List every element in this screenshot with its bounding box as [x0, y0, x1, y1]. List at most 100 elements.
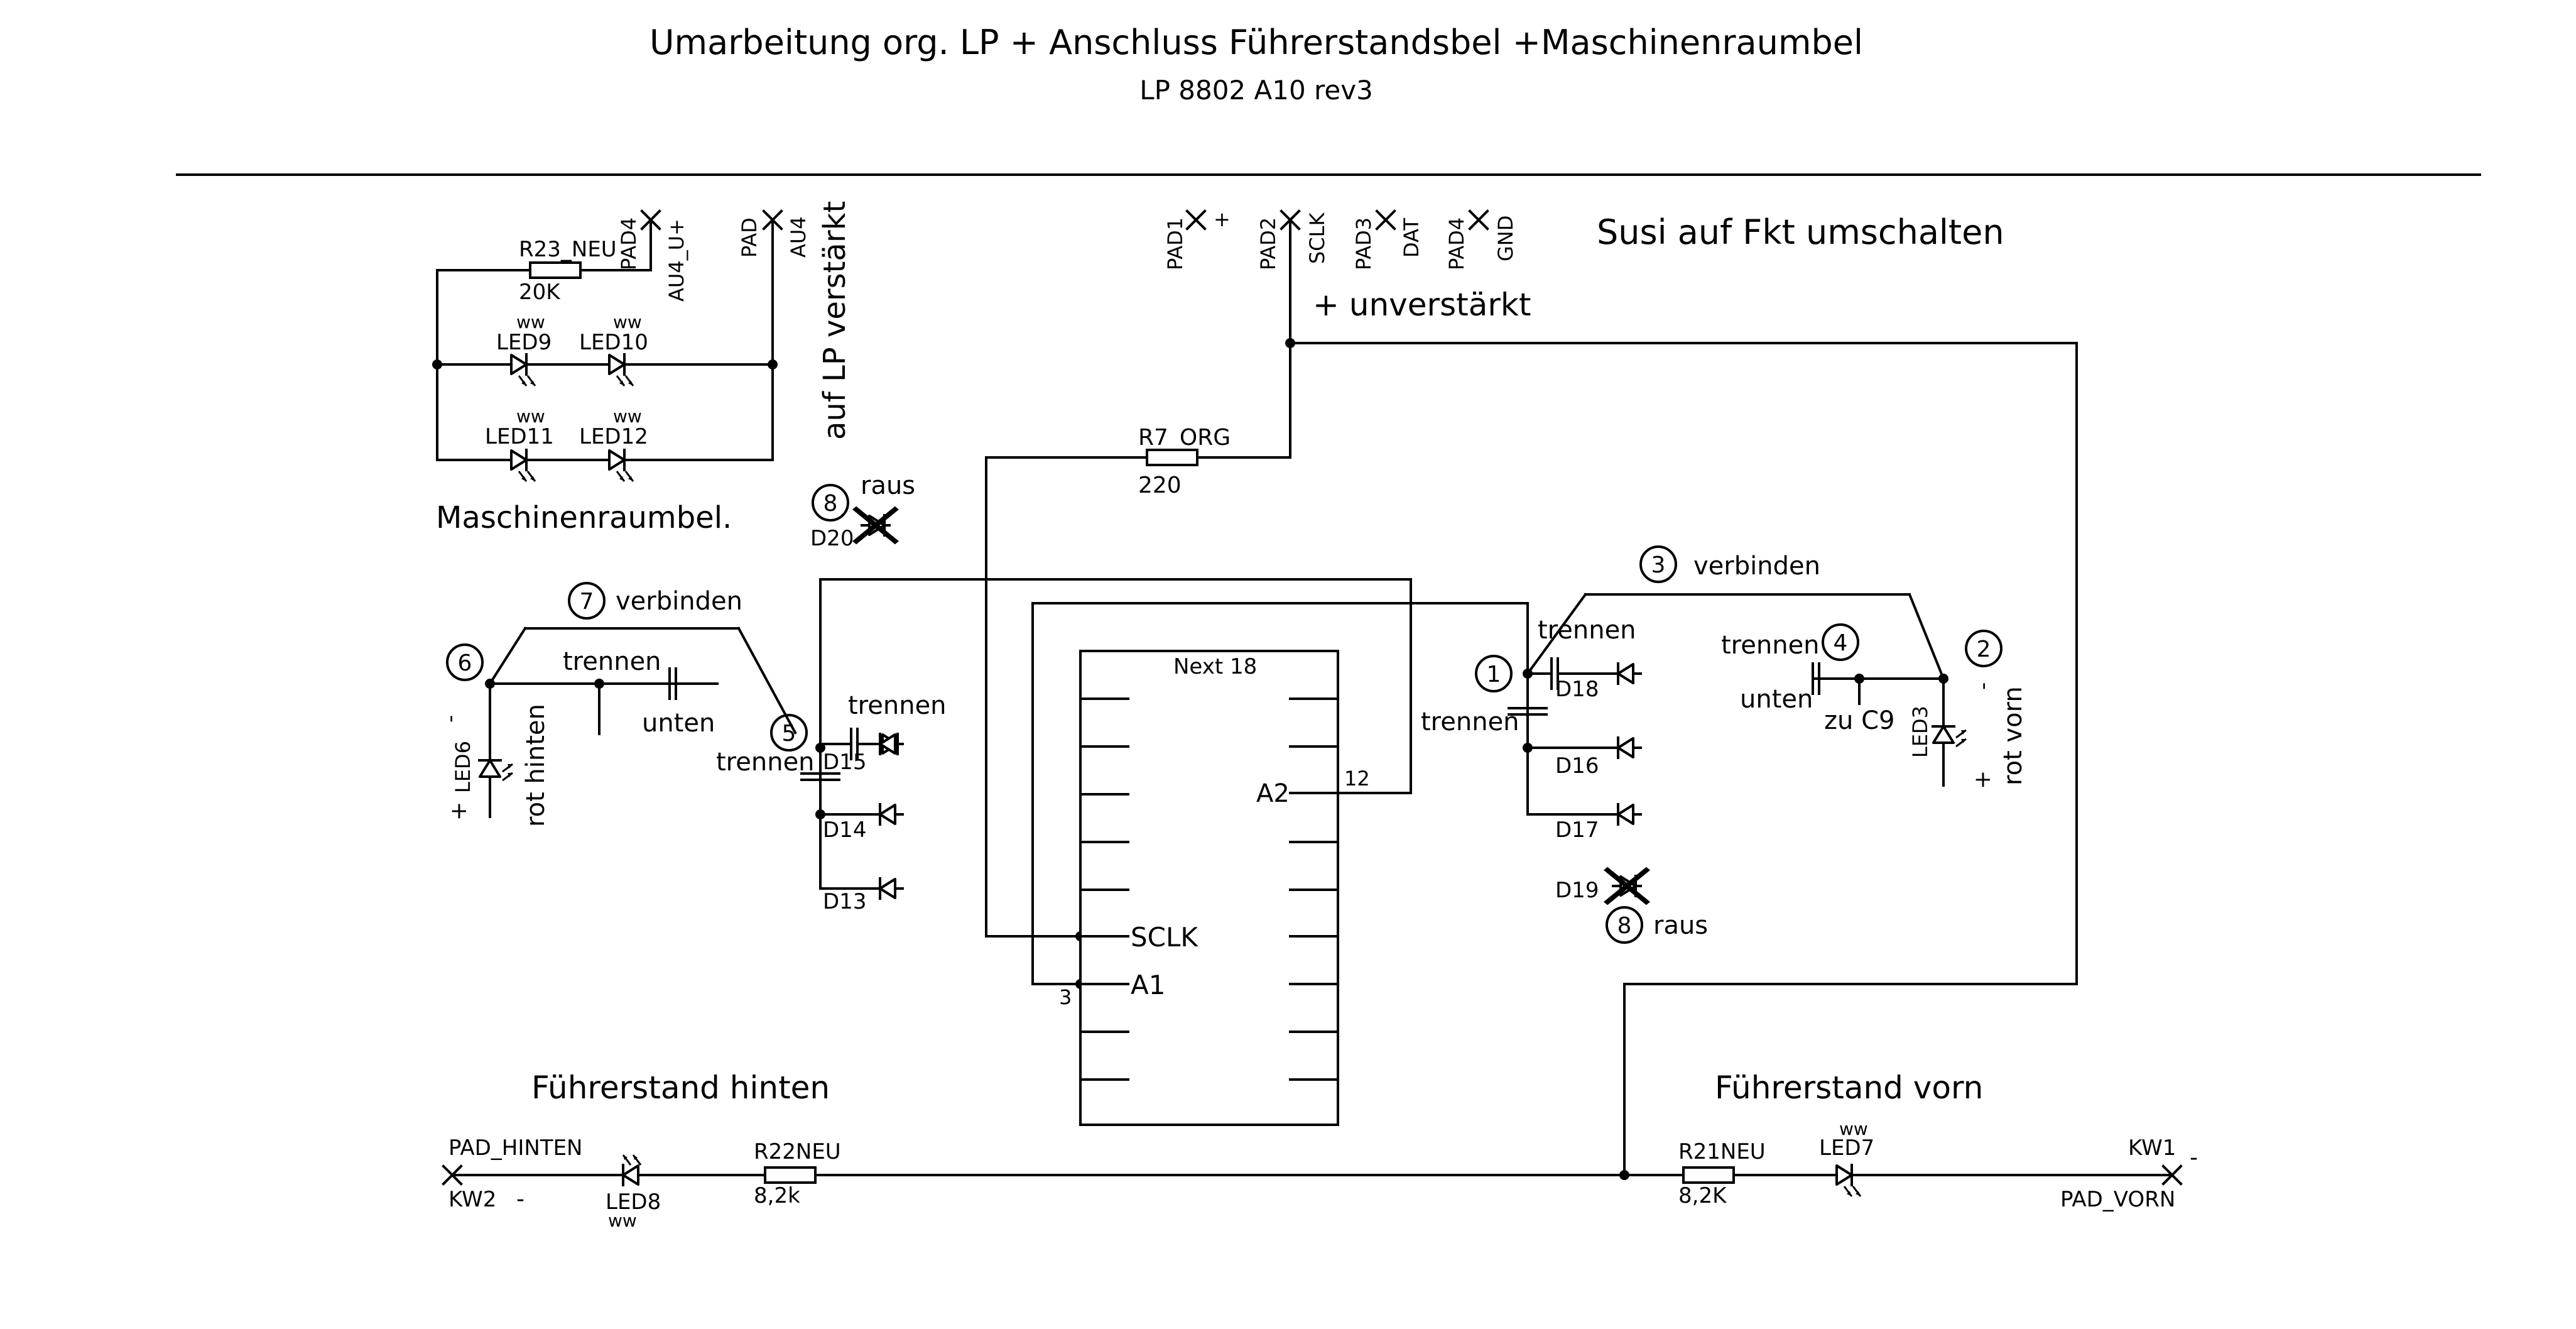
d19-label: D19 [1555, 878, 1599, 903]
maschinenraum-circuit: R23_NEU 20K PAD4 AU4_U+ PAD AU4 auf LP v… [432, 201, 852, 535]
d17 [1612, 803, 1642, 826]
pad4-top-label: PAD4 [617, 217, 641, 270]
r21-resistor [1682, 1166, 1735, 1184]
d15-label: D15 [823, 750, 866, 775]
led12 [602, 450, 633, 481]
pad1-x [1186, 210, 1206, 230]
susi-pads: PAD1 + PAD2 SCLK PAD3 DAT PAD4 GND Susi … [1163, 207, 2004, 323]
led6-label: LED6 [451, 741, 475, 793]
right-diode-group: D18 D16 D17 trennen trennen 1 D19 8 raus… [1421, 545, 2028, 944]
d18-label: D18 [1555, 677, 1599, 702]
trennen-6: trennen [563, 647, 661, 676]
d18 [1612, 662, 1642, 685]
chip-a2: A2 [1256, 779, 1290, 808]
verbinden-3: verbinden [1693, 552, 1820, 581]
main-wiring: R7_ORG 220 [819, 219, 2078, 1180]
raus-top: raus [861, 471, 915, 500]
d20-label: D20 [810, 526, 854, 551]
led11-type: ww [516, 406, 545, 427]
led10-label: LED10 [579, 330, 648, 355]
marker-4: 4 [1834, 630, 1848, 656]
trennen-1-left: trennen [1421, 708, 1519, 736]
led11 [504, 450, 535, 481]
verbinden-7: verbinden [616, 587, 742, 616]
chip-name: Next 18 [1173, 654, 1257, 679]
unten-right: unten [1740, 685, 1813, 714]
pad-hinten-label: PAD_HINTEN [448, 1135, 582, 1161]
kw1-polarity: - [2190, 1145, 2198, 1171]
next18-chip: Next 18 A2 12 SCLK A1 3 [1059, 650, 1370, 1126]
led8-type: ww [608, 1210, 637, 1231]
pad-top-label: PAD [737, 217, 761, 258]
led12-type: ww [613, 406, 642, 427]
pad2-label: PAD2 [1256, 217, 1280, 270]
r7-label: R7_ORG [1138, 425, 1231, 451]
d20-removed: 8 raus D20 [810, 471, 915, 551]
pad4-signal: GND [1494, 216, 1518, 261]
r22-resistor [764, 1166, 817, 1184]
marker-2: 2 [1977, 637, 1991, 662]
pad4-x [1469, 210, 1489, 230]
chip-a1: A1 [1131, 970, 1165, 1000]
r7-resistor [1146, 449, 1198, 466]
marker-1: 1 [1487, 662, 1501, 687]
led9-label: LED9 [496, 330, 552, 355]
pad2-signal: SCLK [1305, 212, 1329, 264]
led8 [618, 1155, 646, 1185]
marker-8-top: 8 [823, 491, 838, 517]
fuehrerstand-vorn-label: Führerstand vorn [1715, 1069, 1983, 1106]
unverstaerkt-note: + unverstärkt [1313, 287, 1531, 323]
zu-c9: zu C9 [1824, 706, 1894, 735]
pad1-label: PAD1 [1163, 217, 1187, 270]
led3-label: LED3 [1908, 706, 1932, 758]
led12-label: LED12 [579, 424, 648, 449]
kw1-label: KW1 [2128, 1135, 2176, 1161]
led3-plus: + [1970, 770, 1996, 789]
chip-pin3: 3 [1059, 985, 1072, 1009]
marker-5: 5 [782, 721, 796, 747]
r22-label: R22NEU [754, 1139, 841, 1164]
led3-minus: - [1970, 682, 1996, 690]
pad4-label: PAD4 [1445, 217, 1469, 270]
maschinenraum-label: Maschinenraumbel. [436, 500, 732, 535]
marker-3: 3 [1651, 552, 1666, 578]
trennen-5-left: trennen [716, 748, 815, 777]
r22-value: 8,2k [754, 1183, 800, 1208]
pad1-signal: + [1214, 207, 1231, 231]
trennen-4: trennen [1721, 631, 1820, 660]
r21-value: 8,2K [1678, 1183, 1727, 1208]
led9 [504, 354, 535, 386]
d16 [1612, 736, 1642, 759]
led7 [1829, 1165, 1861, 1196]
d14-label: D14 [823, 818, 866, 843]
r23-label: R23_NEU [519, 237, 617, 262]
auf-lp-note: auf LP verstärkt [817, 201, 852, 440]
marker-6: 6 [458, 650, 472, 676]
d14 [874, 803, 904, 826]
r23-value: 20K [519, 280, 561, 305]
susi-note: Susi auf Fkt umschalten [1597, 212, 2004, 252]
marker-7: 7 [580, 589, 594, 615]
led3 [1932, 717, 1967, 751]
led6 [478, 751, 514, 785]
r7-value: 220 [1138, 473, 1182, 498]
fuehrerstand-hinten-label: Führerstand hinten [531, 1069, 830, 1106]
led3-desc: rot vorn [1999, 686, 2028, 785]
led7-label: LED7 [1819, 1135, 1874, 1161]
led6-desc: rot hinten [521, 704, 550, 827]
chip-sclk: SCLK [1131, 922, 1198, 953]
d16-label: D16 [1555, 753, 1599, 779]
led7-type: ww [1839, 1118, 1868, 1139]
trennen-1-top: trennen [1538, 616, 1636, 645]
pad-vorn-label: PAD_VORN [2060, 1187, 2175, 1212]
unten-left: unten [642, 709, 715, 738]
led11-label: LED11 [485, 424, 554, 449]
pad3-label: PAD3 [1352, 217, 1376, 270]
r21-label: R21NEU [1678, 1139, 1766, 1164]
pad3-x [1376, 210, 1396, 230]
marker-8-right: 8 [1617, 913, 1632, 939]
fuehrerstand-line: Führerstand hinten Führerstand vorn PAD_… [442, 1069, 2198, 1231]
led10-type: ww [613, 312, 642, 332]
led9-type: ww [516, 312, 545, 332]
